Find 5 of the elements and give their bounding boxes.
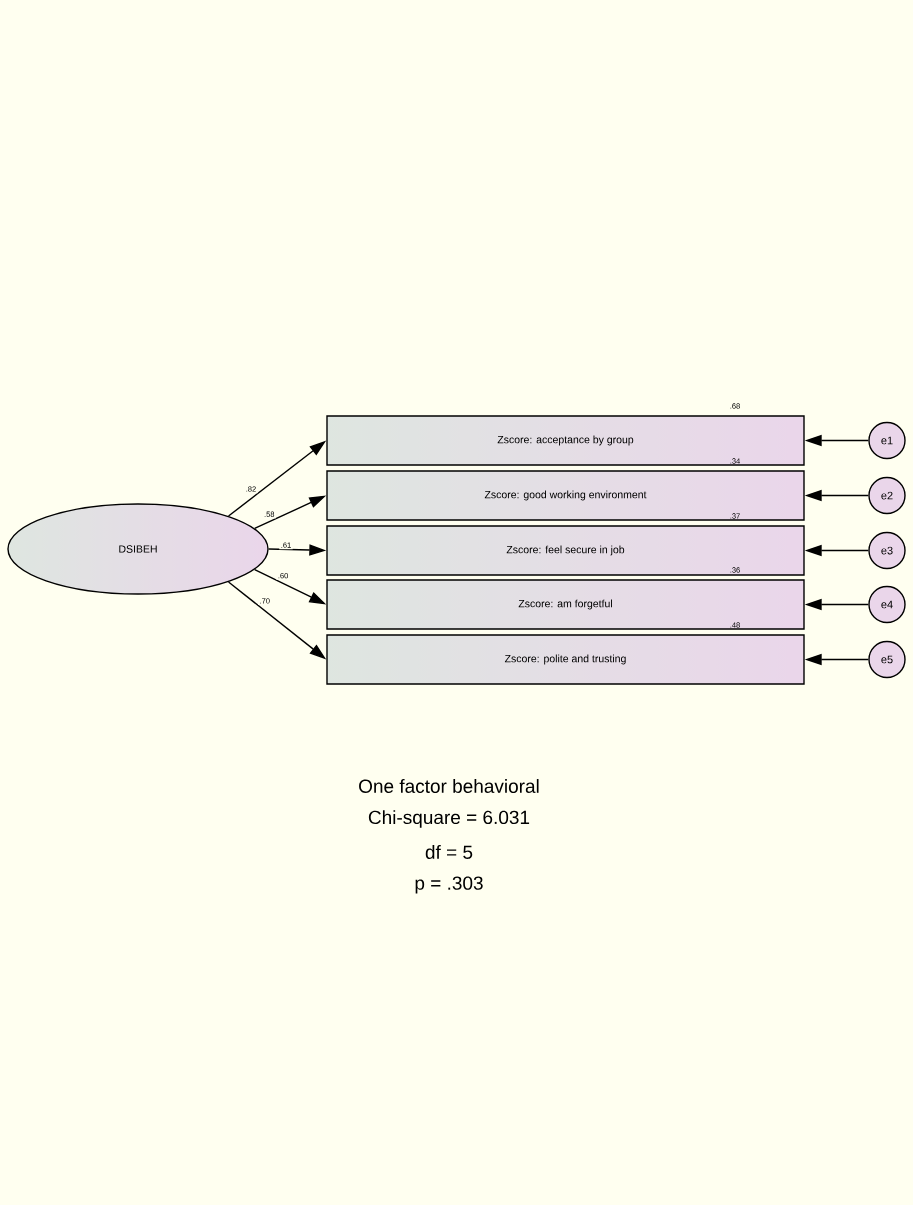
fit-statistic: df = 5 [425,845,473,859]
fit-statistic: p = .303 [415,876,483,894]
variable-box: Zscore: polite and trusting [326,634,805,685]
fit-statistic: One factor behavioral [359,779,539,793]
fit-statistic: Chi-square = 6.031 [368,810,530,828]
